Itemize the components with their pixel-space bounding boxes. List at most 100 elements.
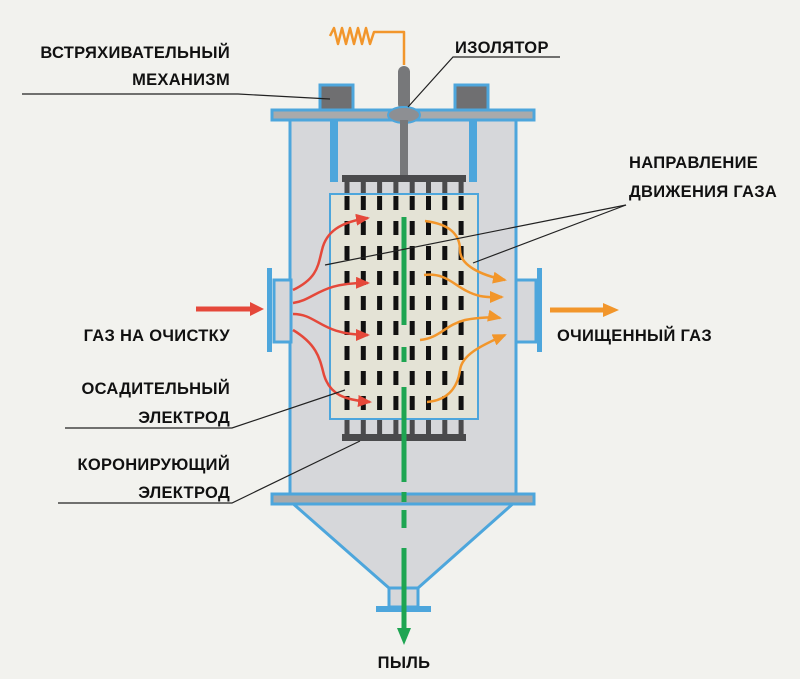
collecting-electrode-plate (393, 371, 399, 385)
label-shaking-mechanism-2: МЕХАНИЗМ (132, 71, 230, 89)
collecting-electrode-plate (377, 196, 383, 210)
collecting-electrode-plate (458, 221, 464, 235)
collecting-electrode-plate (393, 196, 399, 210)
corona-electrode-wire (409, 419, 415, 435)
insulator-assembly (328, 26, 421, 175)
outlet-flange (537, 268, 542, 352)
corona-electrode-wire (360, 419, 366, 435)
corona-electrode-wire (426, 180, 431, 196)
collecting-electrode-plate (426, 371, 431, 385)
collecting-electrode-plate (344, 371, 350, 385)
collecting-electrode-plate (393, 246, 399, 260)
collecting-electrode-plate (409, 371, 415, 385)
label-collecting-electrode-2: ЭЛЕКТРОД (138, 409, 230, 427)
collecting-electrode-plate (377, 346, 383, 360)
corona-frame-top (342, 175, 466, 182)
collecting-electrode-plate (458, 271, 464, 285)
collecting-electrode-plate (393, 346, 399, 360)
corona-electrode-wire (426, 419, 431, 435)
collecting-electrode-plate (344, 346, 350, 360)
label-gas-direction-2: ДВИЖЕНИЯ ГАЗА (629, 183, 777, 201)
collecting-electrode-plate (409, 246, 415, 260)
collecting-electrode-plate (360, 246, 366, 260)
suspension-rod (400, 120, 408, 175)
collecting-electrode-plate (344, 246, 350, 260)
collecting-electrode-plate (344, 221, 350, 235)
collecting-electrode-plate (409, 396, 415, 410)
collecting-electrode-plate (377, 321, 383, 335)
clean-gas-curve (423, 273, 504, 304)
collecting-electrode-plate (344, 296, 350, 310)
collecting-electrode-plate (458, 321, 464, 335)
collecting-electrode-plate (393, 396, 399, 410)
corona-electrode-wire (409, 180, 415, 196)
collecting-electrode-plate (409, 321, 415, 335)
label-gas-outlet: ОЧИЩЕННЫЙ ГАЗ (557, 326, 712, 345)
collecting-electrode-plate (442, 246, 448, 260)
collecting-electrode-plate (458, 346, 464, 360)
leader-collecting-electrode (65, 389, 346, 429)
collecting-electrode-plate (344, 196, 350, 210)
shaker-rod-left (330, 120, 338, 182)
collecting-electrode-plate (360, 196, 366, 210)
labels: ВСТРЯХИВАТЕЛЬНЫЙ МЕХАНИЗМ ИЗОЛЯТОР НАПРА… (40, 39, 777, 672)
collecting-electrode-plate (426, 196, 431, 210)
dirty-gas-curve (292, 312, 370, 341)
electrode-grid (344, 196, 464, 410)
collecting-electrode-plate (344, 396, 350, 410)
collecting-electrode-plate (393, 271, 399, 285)
collecting-electrode-plate (409, 221, 415, 235)
leader-lines (22, 56, 627, 504)
clean-gas-curve (419, 309, 502, 342)
collecting-electrode-plate (377, 221, 383, 235)
label-insulator: ИЗОЛЯТОР (455, 39, 549, 57)
collecting-electrode-plate (344, 271, 350, 285)
shaker-left (318, 83, 355, 112)
collecting-electrode-plate (426, 321, 431, 335)
collecting-electrode-plate (360, 371, 366, 385)
collecting-electrode-plate (409, 346, 415, 360)
shaker-right (453, 83, 490, 112)
collecting-electrode-plate (360, 396, 366, 410)
high-voltage-wire (328, 26, 406, 65)
collecting-electrode-plate (344, 321, 350, 335)
collecting-electrode-plate (442, 346, 448, 360)
collecting-electrode-plate (409, 196, 415, 210)
corona-electrode-wire (393, 180, 399, 196)
label-corona-electrode-2: ЭЛЕКТРОД (138, 484, 230, 502)
inlet-flange (267, 268, 272, 352)
clean-gas-flow (419, 219, 619, 404)
inlet-nozzle (272, 278, 293, 344)
collecting-electrode-plate (426, 271, 431, 285)
label-dust: ПЫЛЬ (378, 654, 431, 672)
collecting-electrode-plate (409, 271, 415, 285)
dust-flow (397, 217, 411, 645)
corona-electrode-wire (393, 419, 399, 435)
collecting-electrode-plate (426, 296, 431, 310)
collecting-electrode-plate (458, 196, 464, 210)
collecting-electrode-plate (426, 246, 431, 260)
inlet-arrow-head-icon (250, 302, 264, 316)
collecting-electrode-plate (393, 221, 399, 235)
leader-gas-direction-a (324, 204, 627, 266)
collecting-electrode-plate (393, 321, 399, 335)
collecting-electrode-plate (458, 371, 464, 385)
collecting-electrode-plate (409, 296, 415, 310)
corona-electrode-wire (442, 419, 448, 435)
label-gas-inlet: ГАЗ НА ОЧИСТКУ (84, 327, 231, 345)
collecting-electrode-plate (393, 296, 399, 310)
clean-gas-curve (424, 219, 507, 284)
label-corona-electrode-1: КОРОНИРУЮЩИЙ (77, 455, 230, 474)
label-gas-direction-1: НАПРАВЛЕНИЕ (629, 154, 758, 172)
shaking-mechanism (318, 83, 490, 182)
leader-corona-electrode (58, 440, 361, 504)
outlet-arrow-head-icon (603, 303, 619, 317)
corona-electrode-wire (458, 419, 464, 435)
corona-electrode-wire (377, 180, 383, 196)
collecting-electrode-plate (458, 296, 464, 310)
corona-electrode-wire (344, 419, 350, 435)
leader-shaking-mechanism (22, 93, 331, 100)
collecting-electrode-plate (442, 196, 448, 210)
collecting-electrode-plate (360, 296, 366, 310)
collecting-electrode-plate (442, 221, 448, 235)
